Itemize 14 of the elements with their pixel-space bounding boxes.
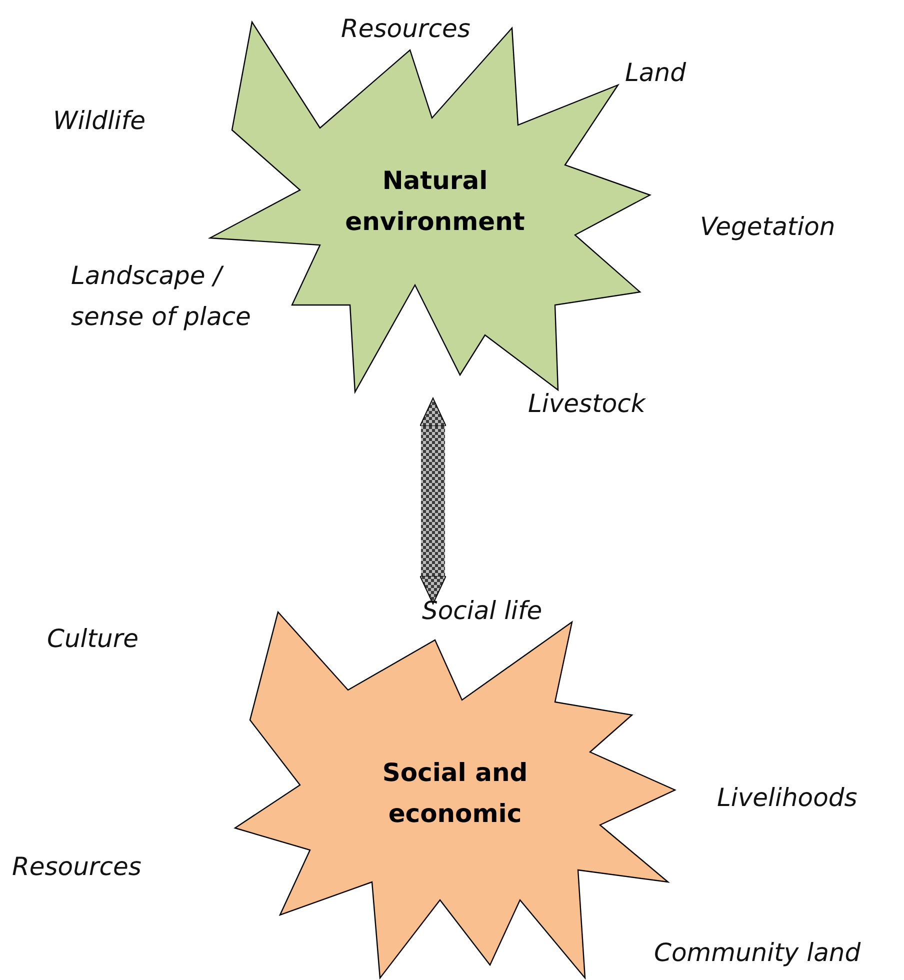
topic-label: Wildlife [53, 105, 146, 137]
topic-label: Vegetation [700, 211, 836, 243]
topic-label: Resources [12, 851, 142, 883]
topic-label: Livestock [528, 388, 646, 420]
topic-label: Livelihoods [717, 782, 858, 814]
star-title: Social and economic [381, 757, 529, 830]
topic-label: Community land [654, 937, 861, 969]
double-arrow [420, 398, 446, 604]
topic-label: Culture [47, 623, 139, 655]
star-title: Natural environment [344, 165, 526, 238]
topic-label: Land [625, 57, 686, 89]
topic-label: Landscape / sense of place [71, 260, 252, 334]
topic-label: Social life [422, 595, 542, 627]
topic-label: Resources [341, 13, 470, 45]
